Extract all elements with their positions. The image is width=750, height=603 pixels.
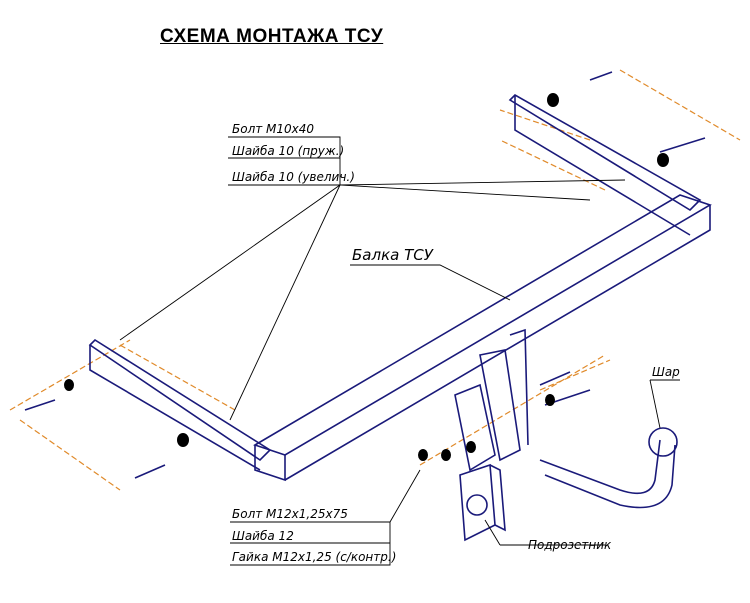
label-socket-bracket: Подрозетник [528, 538, 612, 552]
tow-beam [24, 71, 712, 542]
diagram-title: СХЕМА МОНТАЖА ТСУ [160, 26, 384, 47]
label-washer-spring: Шайба 10 (пруж.) [232, 144, 344, 158]
label-bolt-m12: Болт М12х1,25х75 [232, 507, 348, 521]
label-beam: Балка ТСУ [352, 246, 434, 264]
label-nut-m12: Гайка М12х1,25 (с/контр.) [232, 550, 396, 564]
hardware-washers [64, 93, 669, 461]
label-washer-12: Шайба 12 [232, 529, 294, 543]
label-bolt-m10: Болт М10х40 [232, 122, 314, 136]
leader-lines [119, 136, 680, 566]
label-washer-large: Шайба 10 (увелич.) [232, 170, 355, 184]
label-ball: Шар [652, 365, 680, 379]
assembly-guides [9, 69, 741, 491]
